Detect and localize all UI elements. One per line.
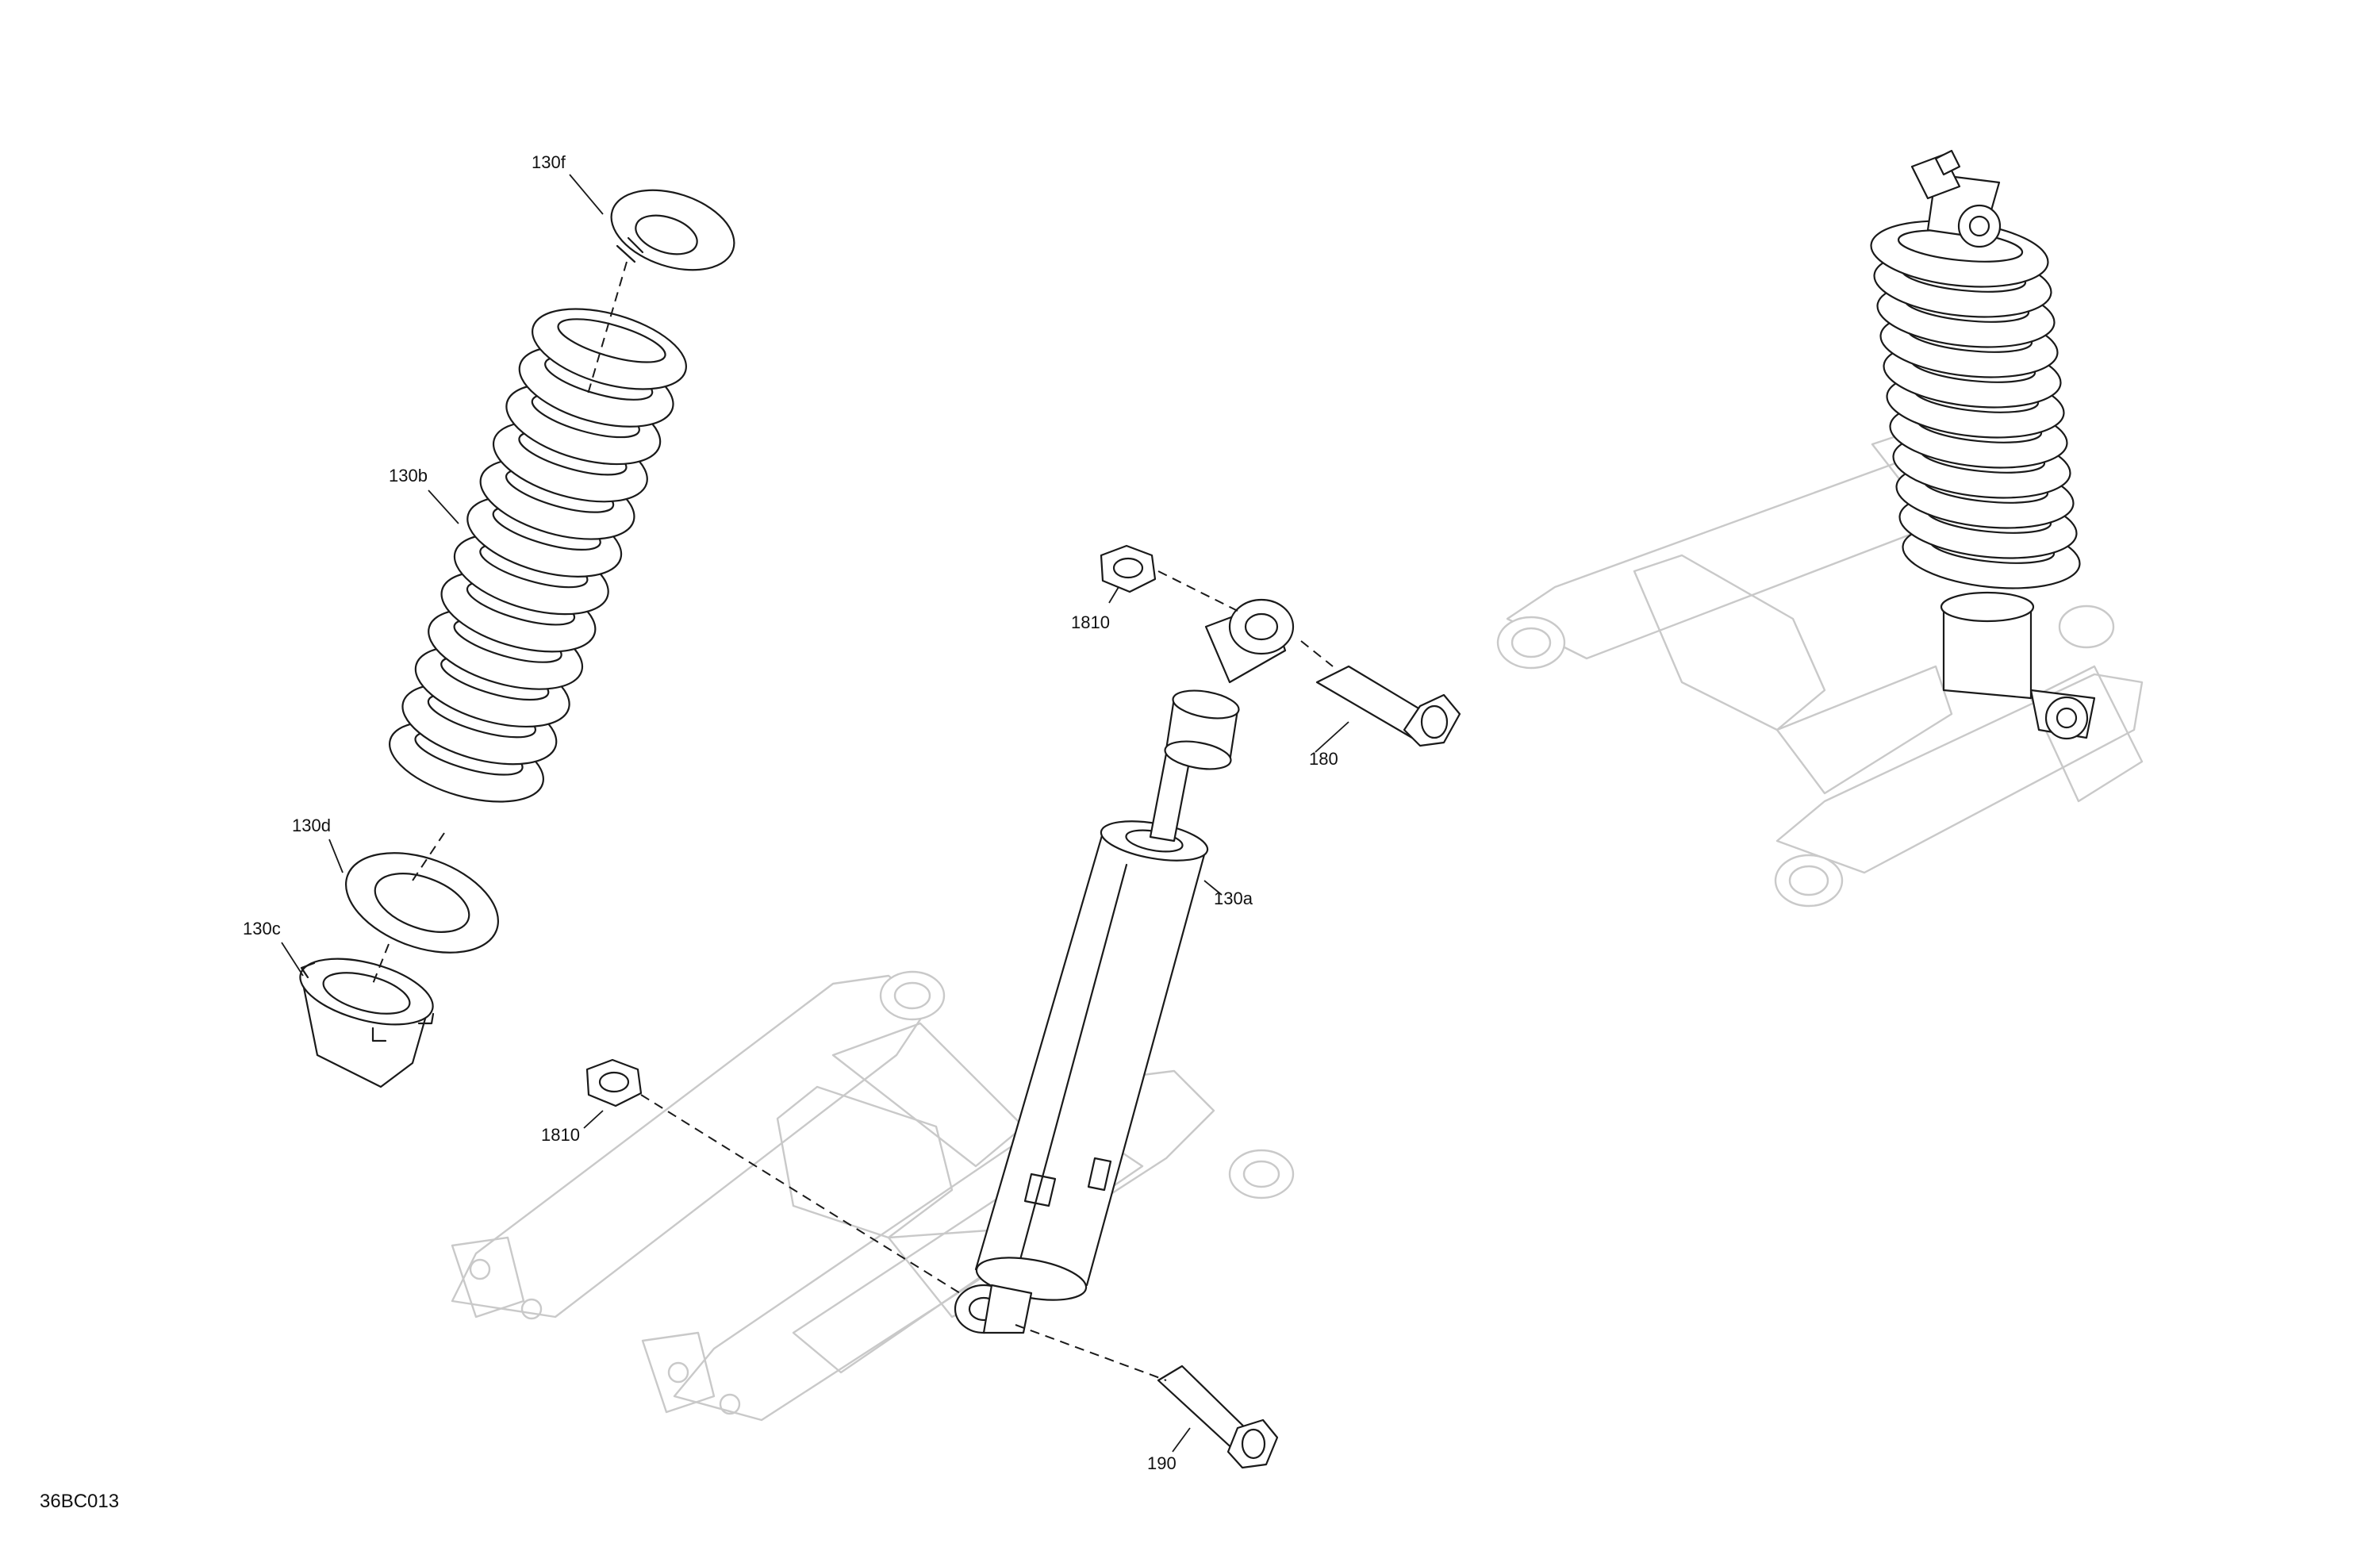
leader-lines <box>281 174 1349 1453</box>
flange-nut-1810-bottom <box>585 1058 643 1107</box>
callout-1810-top: 1810 <box>1071 612 1110 632</box>
figure-id: 36BC013 <box>40 1491 119 1512</box>
assembled-shock-right <box>1870 149 2096 740</box>
callout-180: 180 <box>1309 749 1338 769</box>
ghost-a-arm-center <box>451 970 1295 1422</box>
bolt-180 <box>1315 665 1461 747</box>
callout-130b: 130b <box>389 466 428 486</box>
callout-130f: 130f <box>532 152 566 172</box>
coil-spring-turn <box>532 308 687 390</box>
assembly-axis-lower-bolt <box>640 1094 1167 1381</box>
assembly-axis-spring <box>372 261 628 985</box>
callout-130c: 130c <box>243 919 281 938</box>
adjuster-collar-130c <box>299 958 435 1088</box>
bolt-190 <box>1157 1365 1279 1469</box>
callout-130a: 130a <box>1214 889 1253 908</box>
spring-retainer-130f <box>610 189 735 271</box>
callout-1810-bottom: 1810 <box>541 1125 580 1145</box>
assembly-axis-upper-bolt <box>1157 570 1334 667</box>
spring-seat-130d <box>344 852 500 954</box>
callout-190: 190 <box>1147 1453 1177 1473</box>
coil-spring-130b <box>389 308 687 803</box>
shock-absorber-130a <box>954 598 1295 1334</box>
coil-spring-turn-inner <box>557 318 666 363</box>
flange-nut-1810-top <box>1100 544 1157 593</box>
callout-130d: 130d <box>292 816 331 835</box>
